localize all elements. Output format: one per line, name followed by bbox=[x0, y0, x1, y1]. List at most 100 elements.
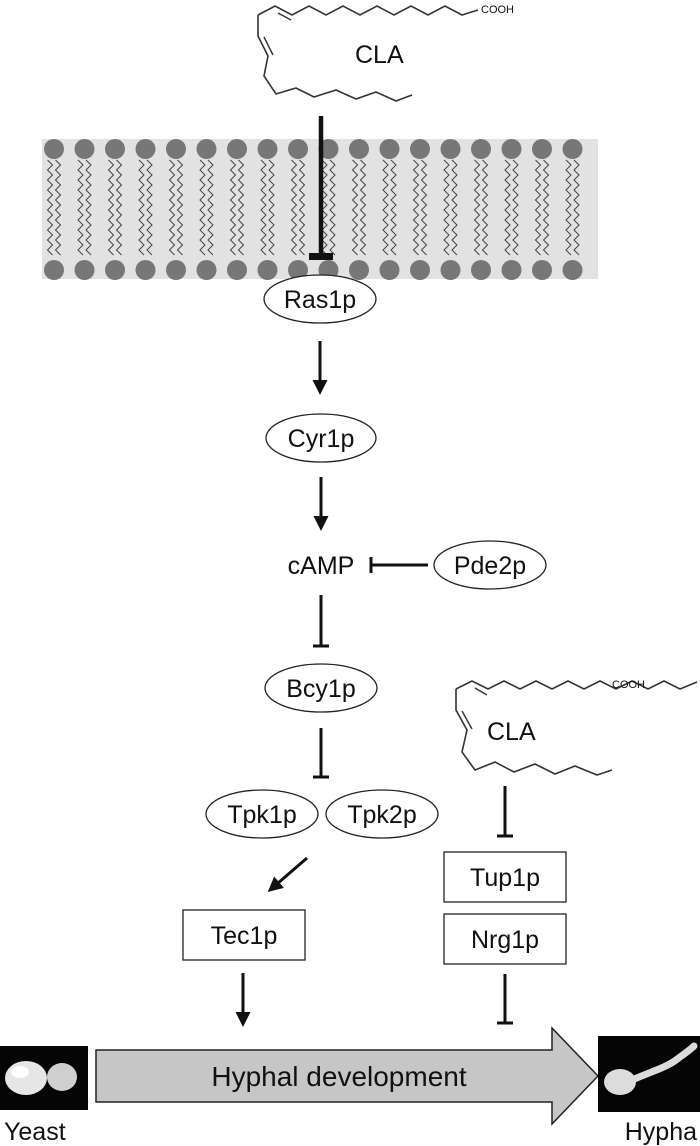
lipid-head-outer bbox=[166, 139, 186, 159]
lipid-head-outer bbox=[288, 139, 308, 159]
inhibition-nrg1p-hyphal bbox=[497, 974, 513, 1025]
pde2p-ellipse bbox=[433, 540, 547, 590]
cla-top-double-bond-2 bbox=[263, 36, 274, 56]
cla-top-cooh-label: COOH bbox=[481, 4, 514, 16]
hypha-mother-cell bbox=[604, 1069, 636, 1095]
lipid-tail bbox=[298, 159, 306, 256]
lipid-tail bbox=[420, 159, 428, 256]
tpk2p-ellipse bbox=[325, 789, 439, 839]
lipid-head-inner bbox=[44, 260, 64, 280]
lipid-head-outer bbox=[440, 139, 461, 159]
cla-right-upper-chain bbox=[455, 680, 698, 690]
yeast-label: Yeast bbox=[4, 1118, 66, 1146]
lipid-head-outer bbox=[501, 139, 522, 159]
lipid-tail bbox=[504, 159, 511, 256]
lipid-tail bbox=[542, 159, 550, 256]
lipid-head-outer bbox=[74, 139, 95, 159]
lipid-tail bbox=[115, 159, 123, 256]
bcy1p-ellipse bbox=[264, 663, 378, 713]
lipid-tail bbox=[412, 159, 420, 256]
yeast-highlight bbox=[11, 1066, 29, 1078]
cla-right-double-bond-1 bbox=[474, 687, 488, 696]
lipid-tail bbox=[176, 159, 184, 256]
ras1p-label: Ras1p bbox=[284, 286, 356, 314]
cyr1p-label: Cyr1p bbox=[288, 425, 355, 453]
cla-molecule-top: COOH CLA bbox=[257, 4, 514, 102]
lipid-tail bbox=[54, 159, 62, 256]
lipid-head-outer bbox=[105, 139, 125, 159]
node-pde2p: Pde2p bbox=[433, 540, 547, 590]
lipid-tail bbox=[85, 159, 92, 256]
node-ras1p: Ras1p bbox=[263, 274, 377, 324]
lipid-head-inner bbox=[135, 260, 156, 280]
lipid-tail bbox=[351, 159, 359, 256]
hypha-cell-image-icon bbox=[598, 1036, 700, 1112]
lipid-head-inner bbox=[379, 260, 400, 280]
tec1p-box bbox=[182, 909, 306, 961]
inhibition-camp-bcy1p bbox=[313, 595, 329, 648]
cla-right-cooh-label: COOH bbox=[612, 679, 645, 691]
lipid-head-inner bbox=[74, 260, 95, 280]
lipid-tail bbox=[534, 159, 542, 256]
lipid-head-outer bbox=[257, 139, 278, 159]
cla-molecule-right: COOH CLA bbox=[455, 679, 698, 776]
lipid-head-inner bbox=[562, 260, 583, 280]
cla-inhibition-bar bbox=[309, 253, 333, 260]
lipid-head-outer bbox=[196, 139, 217, 159]
cla-top-label: CLA bbox=[355, 41, 404, 69]
hypha-filament bbox=[628, 1042, 698, 1084]
lipid-tail bbox=[573, 159, 580, 256]
hyphal-arrow-shape bbox=[95, 1026, 600, 1126]
lipid-tail bbox=[138, 159, 145, 256]
lipid-head-inner bbox=[410, 260, 430, 280]
lipid-tail bbox=[290, 159, 298, 256]
lipid-tail bbox=[390, 159, 397, 256]
lipid-head-inner bbox=[257, 260, 278, 280]
lipid-tail bbox=[260, 159, 267, 256]
nrg1p-label: Nrg1p bbox=[471, 926, 539, 954]
cla-top-upper-chain bbox=[257, 5, 479, 16]
lipid-head-outer bbox=[410, 139, 430, 159]
inhibition-cla-tup1p bbox=[497, 786, 513, 838]
lipid-tail bbox=[237, 159, 245, 256]
lipid-tail bbox=[199, 159, 206, 256]
lipid-tail bbox=[329, 159, 336, 256]
cla-right-double-bond-2 bbox=[461, 710, 473, 730]
lipid-head-inner bbox=[501, 260, 522, 280]
inhibition-pde2p-camp bbox=[369, 557, 428, 573]
lipid-tail bbox=[443, 159, 450, 256]
lipid-head-inner bbox=[532, 260, 552, 280]
cla-right-lower-chain bbox=[455, 689, 613, 776]
node-tpk2p: Tpk2p bbox=[325, 789, 439, 839]
cla-top-double-bond-1 bbox=[277, 12, 292, 21]
node-tpk1p: Tpk1p bbox=[205, 789, 319, 839]
lipid-tail bbox=[565, 159, 572, 256]
lipid-head-outer bbox=[44, 139, 64, 159]
lipid-head-inner bbox=[349, 260, 369, 280]
cla-ras1p-inhibition bbox=[309, 116, 333, 260]
tpk2p-label: Tpk2p bbox=[347, 801, 416, 829]
lipid-head-outer bbox=[379, 139, 400, 159]
lipid-tail bbox=[512, 159, 519, 256]
lipid-tail bbox=[168, 159, 176, 256]
nrg1p-box bbox=[443, 913, 567, 965]
cla-top-lower-chain bbox=[257, 15, 413, 102]
lipid-head-outer bbox=[318, 139, 339, 159]
lipid-head-outer bbox=[562, 139, 583, 159]
lipid-tail bbox=[107, 159, 115, 256]
camp-label: cAMP bbox=[288, 552, 355, 580]
lipid-bilayer-icon bbox=[44, 139, 583, 280]
yeast-mother-cell bbox=[5, 1061, 47, 1095]
tpk1p-label: Tpk1p bbox=[227, 801, 296, 829]
lipid-tail bbox=[146, 159, 153, 256]
tup1p-box bbox=[443, 851, 567, 903]
inhibition-bcy1p-tpk bbox=[313, 728, 329, 779]
hyphal-development-label: Hyphal development bbox=[211, 1061, 466, 1092]
node-nrg1p: Nrg1p bbox=[443, 913, 567, 965]
tpk1p-ellipse bbox=[205, 789, 319, 839]
lipid-head-inner bbox=[227, 260, 247, 280]
lipid-head-outer bbox=[532, 139, 552, 159]
cyr1p-ellipse bbox=[265, 413, 377, 463]
lipid-tail bbox=[229, 159, 237, 256]
